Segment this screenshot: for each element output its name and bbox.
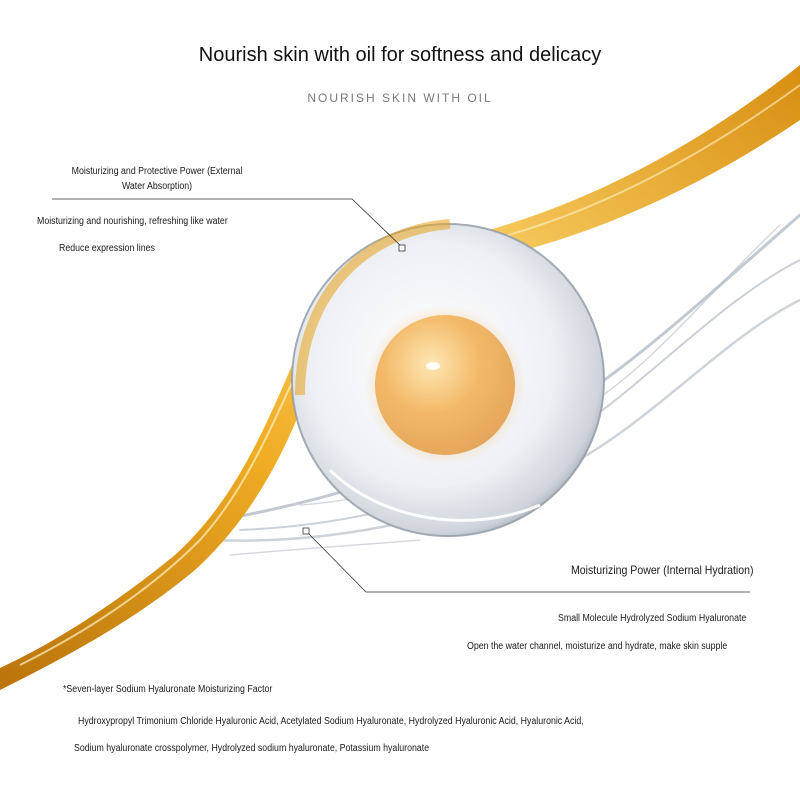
callout-leader-external — [52, 198, 406, 252]
external-benefit-2: Reduce expression lines — [59, 243, 155, 254]
external-benefit-1: Moisturizing and nourishing, refreshing … — [37, 216, 228, 227]
oil-stream — [0, 65, 800, 690]
callout-leader-internal — [302, 527, 750, 593]
external-power-heading: Moisturizing and Protective Power (Exter… — [71, 166, 243, 192]
ingredients-note: *Seven-layer Sodium Hyaluronate Moisturi… — [63, 684, 273, 695]
ingredients-line-2: Sodium hyaluronate crosspolymer, Hydroly… — [74, 743, 430, 754]
page-title: Nourish skin with oil for softness and d… — [198, 44, 602, 66]
internal-benefit-2: Open the water channel, moisturize and h… — [467, 641, 728, 652]
ingredients-line-1: Hydroxypropyl Trimonium Chloride Hyaluro… — [78, 716, 584, 727]
internal-power-heading: Moisturizing Power (Internal Hydration) — [571, 563, 754, 577]
hyaluronate-pearl — [365, 305, 525, 465]
internal-benefit-1: Small Molecule Hydrolyzed Sodium Hyaluro… — [558, 613, 747, 624]
page-subtitle: NOURISH SKIN WITH OIL — [307, 91, 493, 105]
